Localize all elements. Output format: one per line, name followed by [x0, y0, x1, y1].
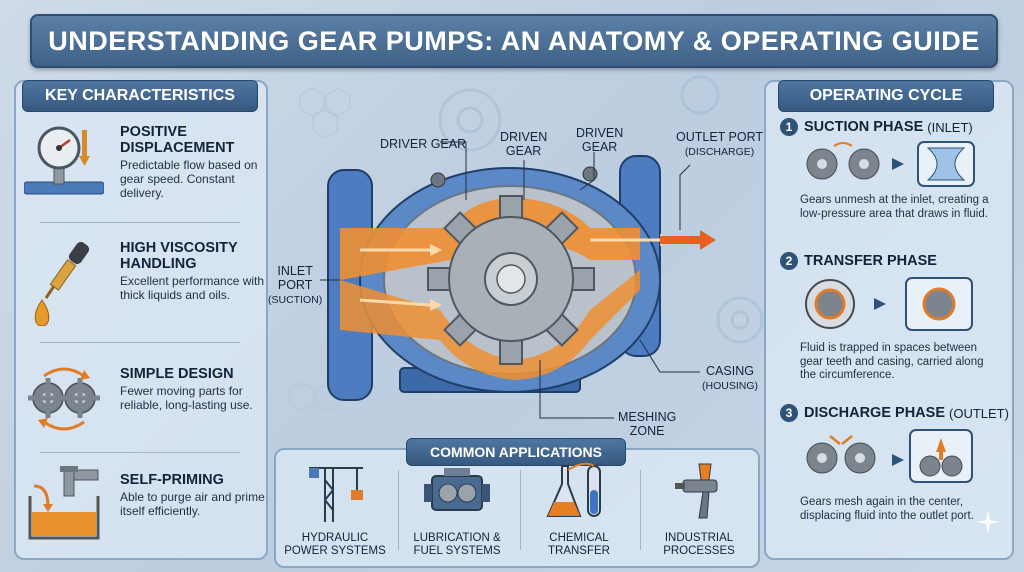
phase-number: 1 [780, 118, 798, 136]
divider [640, 470, 641, 550]
sparkle-icon [976, 510, 1000, 534]
characteristic-self-priming: SELF-PRIMING Able to purge air and prime… [24, 462, 265, 562]
characteristic-title-line2: HANDLING [120, 256, 197, 272]
characteristic-high-viscosity: HIGH VISCOSITY HANDLING Excellent perfor… [24, 238, 264, 338]
key-characteristics-header: KEY CHARACTERISTICS [22, 80, 258, 112]
divider [520, 470, 521, 550]
common-applications-header: COMMON APPLICATIONS [406, 438, 626, 466]
phase-number: 2 [780, 252, 798, 270]
suction-phase-text: Gears unmesh at the inlet, creating a lo… [800, 194, 989, 220]
outlet-port-label: OUTLET PORT (DISCHARGE) [676, 130, 764, 158]
driven-gear-label-2: DRIVEN GEAR [576, 126, 624, 154]
key-characteristics-panel [14, 80, 268, 560]
characteristic-text: Able to purge air and prime itself effic… [120, 490, 265, 518]
discharge-phase-text: Gears mesh again in the center, displaci… [800, 496, 974, 522]
flasks-icon [546, 462, 601, 517]
divider [40, 342, 240, 343]
characteristic-positive-displacement: POSITIVE DISPLACEMENT Predictable flow b… [24, 122, 264, 222]
driver-gear [427, 195, 595, 365]
inlet-port-label: INLET PORT (SUCTION) [268, 264, 323, 306]
meshing-zone-label: MESHING ZONE [618, 410, 677, 438]
application-label: LUBRICATION & [413, 532, 501, 544]
driven-gear-label-1: DRIVEN GEAR [500, 130, 548, 158]
characteristic-title: POSITIVE [120, 124, 187, 140]
divider [40, 452, 240, 453]
flow-arrows [359, 238, 660, 307]
outlet-arrow [660, 230, 716, 250]
characteristic-title-line2: DISPLACEMENT [120, 140, 235, 156]
transfer-phase-text: Fluid is trapped in spaces between gear … [800, 342, 984, 381]
page-title: UNDERSTANDING GEAR PUMPS: AN ANATOMY & O… [48, 25, 980, 56]
characteristic-text: Predictable flow based on gear speed. Co… [120, 158, 258, 200]
common-applications-title: COMMON APPLICATIONS [430, 444, 602, 460]
characteristic-text: Excellent performance with thick liquids… [120, 274, 265, 302]
discharge-phase-title: 3 DISCHARGE PHASE (OUTLET) [780, 404, 1009, 422]
casing-label: CASING (HOUSING) [702, 364, 758, 392]
application-industrial: INDUSTRIAL PROCESSES [644, 460, 754, 557]
characteristic-simple-design: SIMPLE DESIGN Fewer moving parts for rel… [24, 360, 264, 460]
application-chemical: CHEMICAL TRANSFER [524, 460, 634, 557]
gears-cycle-icon [28, 367, 100, 431]
faucet-tank-icon [28, 466, 100, 540]
operating-cycle-header: OPERATING CYCLE [778, 80, 994, 112]
transfer-phase-illustration [805, 277, 973, 331]
application-label-line2: TRANSFER [548, 545, 610, 557]
operating-cycle-title: OPERATING CYCLE [809, 87, 963, 104]
application-hydraulic: HYDRAULIC POWER SYSTEMS [280, 460, 390, 557]
title-banner: UNDERSTANDING GEAR PUMPS: AN ANATOMY & O… [30, 14, 998, 68]
pressure-gauge-icon [24, 126, 104, 195]
key-characteristics-title: KEY CHARACTERISTICS [45, 87, 235, 104]
application-label: HYDRAULIC [301, 532, 369, 544]
phase-number: 3 [780, 404, 798, 422]
application-lubrication: LUBRICATION & FUEL SYSTEMS [402, 460, 512, 557]
characteristic-title: SIMPLE DESIGN [120, 366, 234, 382]
engine-icon [424, 468, 490, 511]
application-label-line2: POWER SYSTEMS [284, 545, 386, 557]
crane-icon [309, 467, 363, 522]
spray-gun-icon [675, 463, 718, 519]
suction-phase-illustration [806, 141, 975, 187]
divider [398, 470, 399, 550]
driver-gear-label: DRIVER GEAR [380, 137, 467, 151]
application-label: INDUSTRIAL [664, 532, 734, 544]
divider [40, 222, 240, 223]
discharge-phase-illustration [806, 429, 973, 483]
suction-phase-title: 1 SUCTION PHASE (INLET) [780, 118, 973, 136]
characteristic-title: SELF-PRIMING [120, 472, 224, 488]
transfer-phase-title: 2 TRANSFER PHASE [780, 252, 937, 270]
characteristic-title: HIGH VISCOSITY [120, 240, 238, 256]
application-label-line2: FUEL SYSTEMS [413, 545, 501, 557]
gear-pump-cutaway-diagram [327, 155, 716, 401]
dropper-icon [34, 242, 90, 326]
application-label: CHEMICAL [549, 532, 609, 544]
application-label-line2: PROCESSES [663, 545, 735, 557]
characteristic-text: Fewer moving parts for reliable, long-la… [120, 384, 253, 412]
